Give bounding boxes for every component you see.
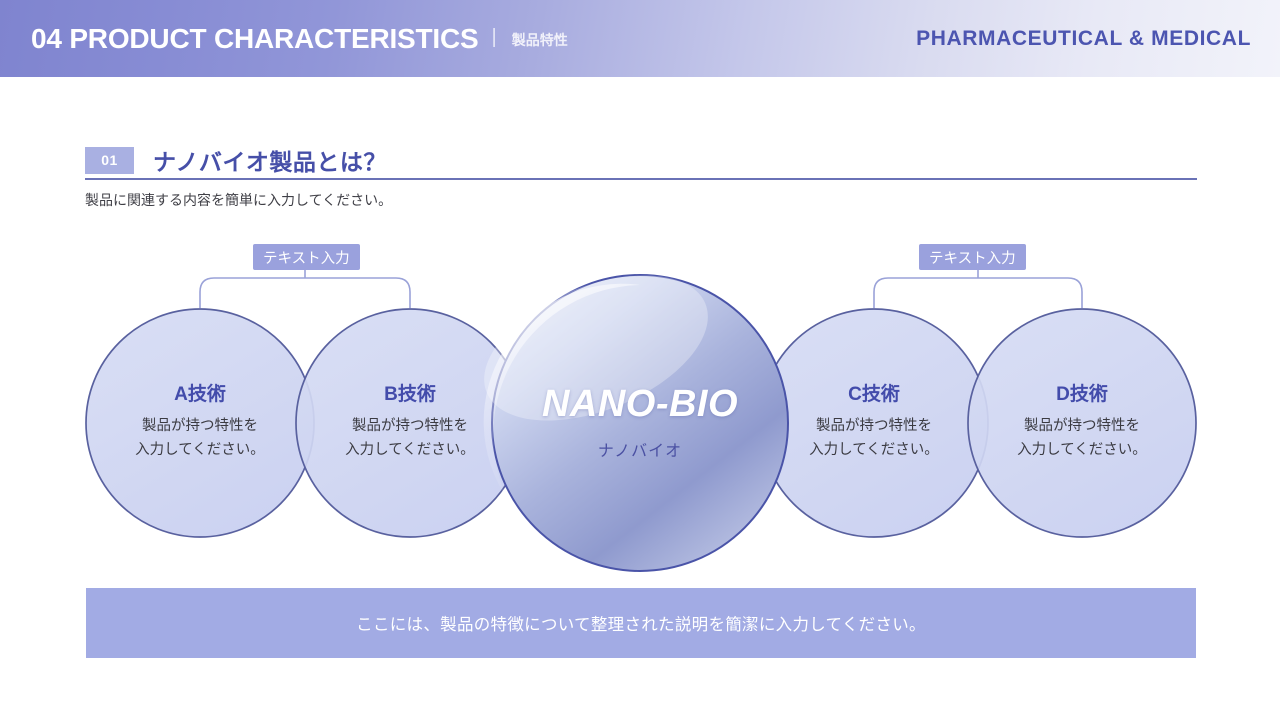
header-divider: |: [491, 26, 497, 48]
section-divider-rule: [85, 178, 1197, 180]
header-title: 04 PRODUCT CHARACTERISTICS: [31, 22, 479, 54]
header-category-label: PHARMACEUTICAL & MEDICAL: [916, 26, 1251, 50]
circle-node-a[interactable]: [85, 308, 315, 538]
header-right-group: PHARMACEUTICAL & MEDICAL: [916, 0, 1251, 77]
circle-node-d[interactable]: [967, 308, 1197, 538]
diagram-canvas: [85, 270, 1197, 572]
bracket-connector-left: [199, 277, 411, 308]
header-left-group: 04 PRODUCT CHARACTERISTICS | 製品特性: [31, 0, 568, 77]
section-title: ナノバイオ製品とは？: [153, 149, 387, 175]
center-circle-gloss: [483, 283, 640, 500]
section-number-badge: 01: [85, 146, 134, 174]
section-description: 製品に関連する内容を簡単に入力してください。: [85, 192, 393, 208]
section-heading: 01 ナノバイオ製品とは？: [85, 143, 1195, 177]
bracket-connector-right: [873, 277, 1083, 308]
page-header: 04 PRODUCT CHARACTERISTICS | 製品特性 PHARMA…: [0, 0, 1280, 77]
header-subtitle: 製品特性: [511, 31, 568, 48]
tag-label-left[interactable]: テキスト入力: [253, 244, 360, 270]
center-circle-specular-highlight: [484, 275, 708, 421]
summary-banner-text: ここには、製品の特徴について整理された説明を簡潔に入力してください。: [356, 616, 926, 634]
tag-label-right[interactable]: テキスト入力: [919, 244, 1026, 270]
circle-node-c[interactable]: [759, 308, 989, 538]
venn-circles-diagram: テキスト入力 テキスト入力 A技術 製品が持つ特性を 入力してください。 B技術…: [0, 230, 1280, 580]
summary-banner[interactable]: ここには、製品の特徴について整理された説明を簡潔に入力してください。: [86, 588, 1196, 658]
